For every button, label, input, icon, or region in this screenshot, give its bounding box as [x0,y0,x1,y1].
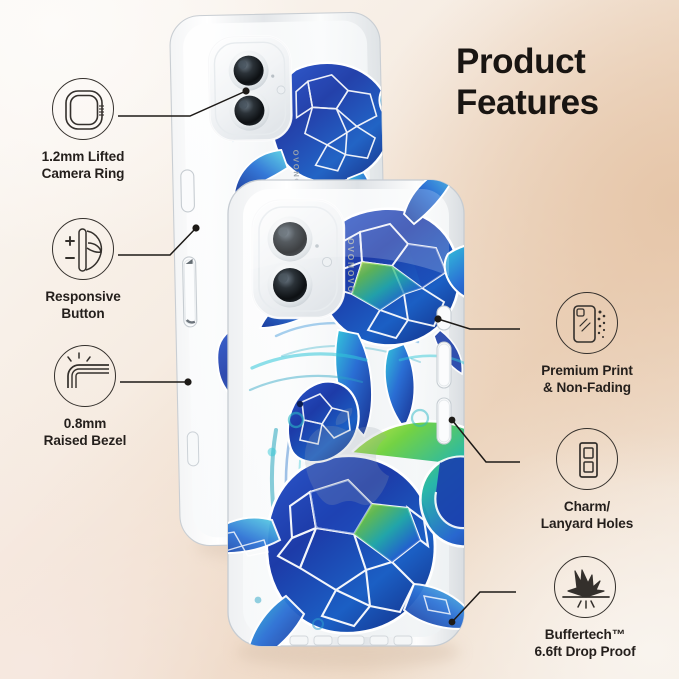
front-phone-camera-module [250,198,346,320]
artwork-turtle-upper [248,180,464,438]
camera-ring-icon [52,78,114,140]
drop-impact-icon [554,556,616,618]
charm-holes-icon [556,428,618,490]
responsive-button-icon [52,218,114,280]
back-phone-brand-text: OVONOVO [291,150,301,201]
feature-charm-holes: Charm/ Lanyard Holes [512,428,662,532]
feature-label: 1.2mm Lifted Camera Ring [41,149,125,181]
front-phone-brand-text: OVONOVO [346,238,356,294]
feature-premium-print: Premium Print & Non-Fading [512,292,662,396]
premium-print-icon [556,292,618,354]
back-phone-side-buttons [180,169,200,467]
leader-endpoint-dots [184,87,456,626]
feature-responsive-button: Responsive Button [8,218,158,322]
artwork-turtle-lower [228,380,464,646]
front-phone-case: OVONOVO [227,179,465,669]
apple-logo-ghost [304,408,389,505]
feature-label: Premium Print & Non-Fading [541,363,633,395]
feature-label: 0.8mm Raised Bezel [43,416,127,448]
feature-label: Responsive Button [45,289,121,321]
front-phone-side-buttons [436,305,452,445]
front-phone-bottom-ports [289,635,413,646]
feature-raised-bezel: 0.8mm Raised Bezel [10,345,160,449]
feature-camera-ring: 1.2mm Lifted Camera Ring [8,78,158,182]
feature-label: Buffertech™ 6.6ft Drop Proof [534,627,636,659]
raised-bezel-icon [54,345,116,407]
page-title: Product Features [456,42,599,122]
feature-drop-proof: Buffertech™ 6.6ft Drop Proof [510,556,660,660]
back-phone-camera-module [207,35,293,142]
leader-lines [118,90,520,623]
feature-label: Charm/ Lanyard Holes [540,499,634,531]
